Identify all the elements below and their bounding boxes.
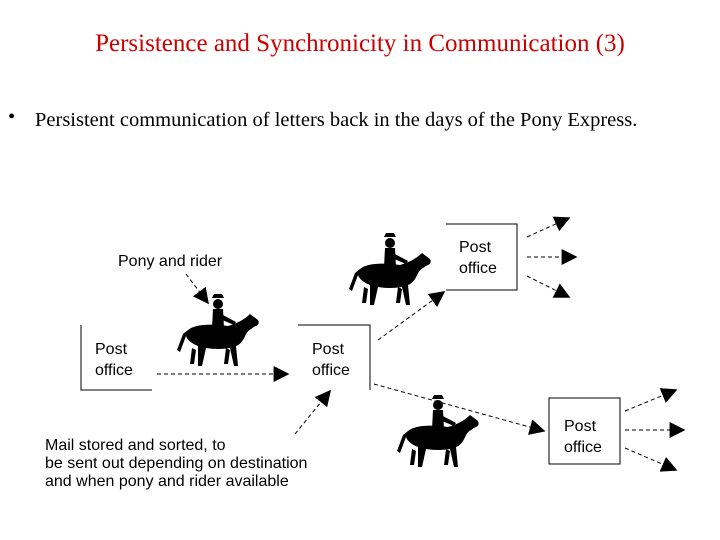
route-up-arrow bbox=[377, 291, 446, 341]
post-office-label: Post office bbox=[564, 416, 602, 458]
pony-and-rider-label: Pony and rider bbox=[118, 253, 223, 270]
post-office-border bbox=[80, 325, 152, 391]
route-down-arrow bbox=[373, 383, 546, 435]
dispatch-arrow bbox=[526, 275, 571, 298]
dispatch-arrow bbox=[526, 216, 571, 238]
post-office-label: Post office bbox=[459, 237, 497, 279]
caption-line3: and when pony and rider available bbox=[45, 473, 289, 490]
caption-arrow bbox=[294, 389, 332, 435]
post-office-line1: Post bbox=[95, 341, 128, 358]
bullet-text: Persistent communication of letters back… bbox=[35, 109, 638, 131]
post-office-line1: Post bbox=[564, 418, 597, 435]
horse-rider-icon bbox=[396, 394, 480, 468]
caption-line1: Mail stored and sorted, to bbox=[45, 437, 226, 454]
slide-title: Persistence and Synchronicity in Communi… bbox=[95, 30, 625, 57]
post-office-border bbox=[446, 223, 518, 291]
post-office-line1: Post bbox=[312, 341, 345, 358]
mail-sorting-caption: Mail stored and sorted, to be sent out d… bbox=[45, 437, 307, 491]
horse-rider-icon bbox=[348, 232, 432, 306]
caption-line2: be sent out depending on destination bbox=[45, 455, 308, 472]
horse-rider-icon bbox=[176, 293, 260, 367]
post-office-label: Post office bbox=[95, 339, 133, 381]
post-office-border bbox=[298, 324, 371, 390]
pony-label-arrow bbox=[185, 273, 209, 305]
post-office-line1: Post bbox=[459, 239, 492, 256]
post-office-line2: office bbox=[459, 260, 497, 277]
post-office-label: Post office bbox=[312, 339, 350, 381]
bullet-marker: • bbox=[8, 106, 16, 128]
post-office-line2: office bbox=[312, 362, 350, 379]
post-office-line2: office bbox=[564, 439, 602, 456]
dispatch-arrow bbox=[624, 388, 678, 412]
dispatch-arrow bbox=[624, 447, 678, 472]
post-office-border bbox=[548, 397, 621, 465]
post-office-line2: office bbox=[95, 362, 133, 379]
